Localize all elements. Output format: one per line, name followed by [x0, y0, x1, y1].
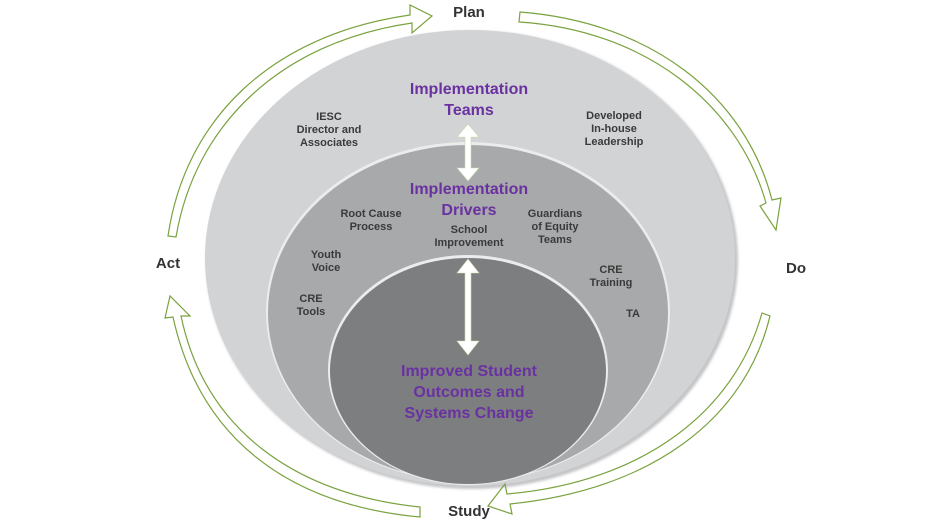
double-arrow-drivers-outcomes-icon — [456, 258, 480, 356]
outcomes-title: Improved Student Outcomes and Systems Ch… — [400, 363, 538, 422]
implementation-teams-title: Implementation Teams — [409, 81, 529, 119]
ring-item-guardians: Guardians of Equity Teams — [527, 208, 583, 246]
cycle-arrow-do-to-study-icon — [487, 312, 771, 515]
cycle-arrow-act-to-plan-icon — [167, 4, 434, 238]
ring-item-root-cause: Root Cause Process — [340, 208, 402, 233]
ring-item-cre-tools: CRE Tools — [296, 293, 326, 318]
ring-item-ta: TA — [626, 308, 640, 320]
cycle-label-do: Do — [786, 260, 806, 277]
cycle-label-plan: Plan — [453, 4, 485, 21]
cycle-arrow-study-to-act-icon — [164, 294, 421, 518]
double-arrow-teams-drivers-icon — [456, 123, 480, 182]
inner-core-outcomes — [330, 258, 606, 484]
ring-item-school-improvement: School Improvement — [434, 224, 504, 249]
ring-item-cre-training: CRE Training — [589, 264, 633, 289]
ring-item-youth-voice: Youth Voice — [310, 249, 342, 274]
ring-item-iesc: IESC Director and Associates — [296, 111, 362, 149]
cycle-arrow-plan-to-do-icon — [518, 11, 782, 232]
cycle-label-act: Act — [155, 255, 181, 272]
ring-item-leadership: Developed In-house Leadership — [584, 110, 644, 148]
implementation-drivers-title: Implementation Drivers — [409, 181, 529, 219]
cycle-label-study: Study — [448, 503, 490, 520]
